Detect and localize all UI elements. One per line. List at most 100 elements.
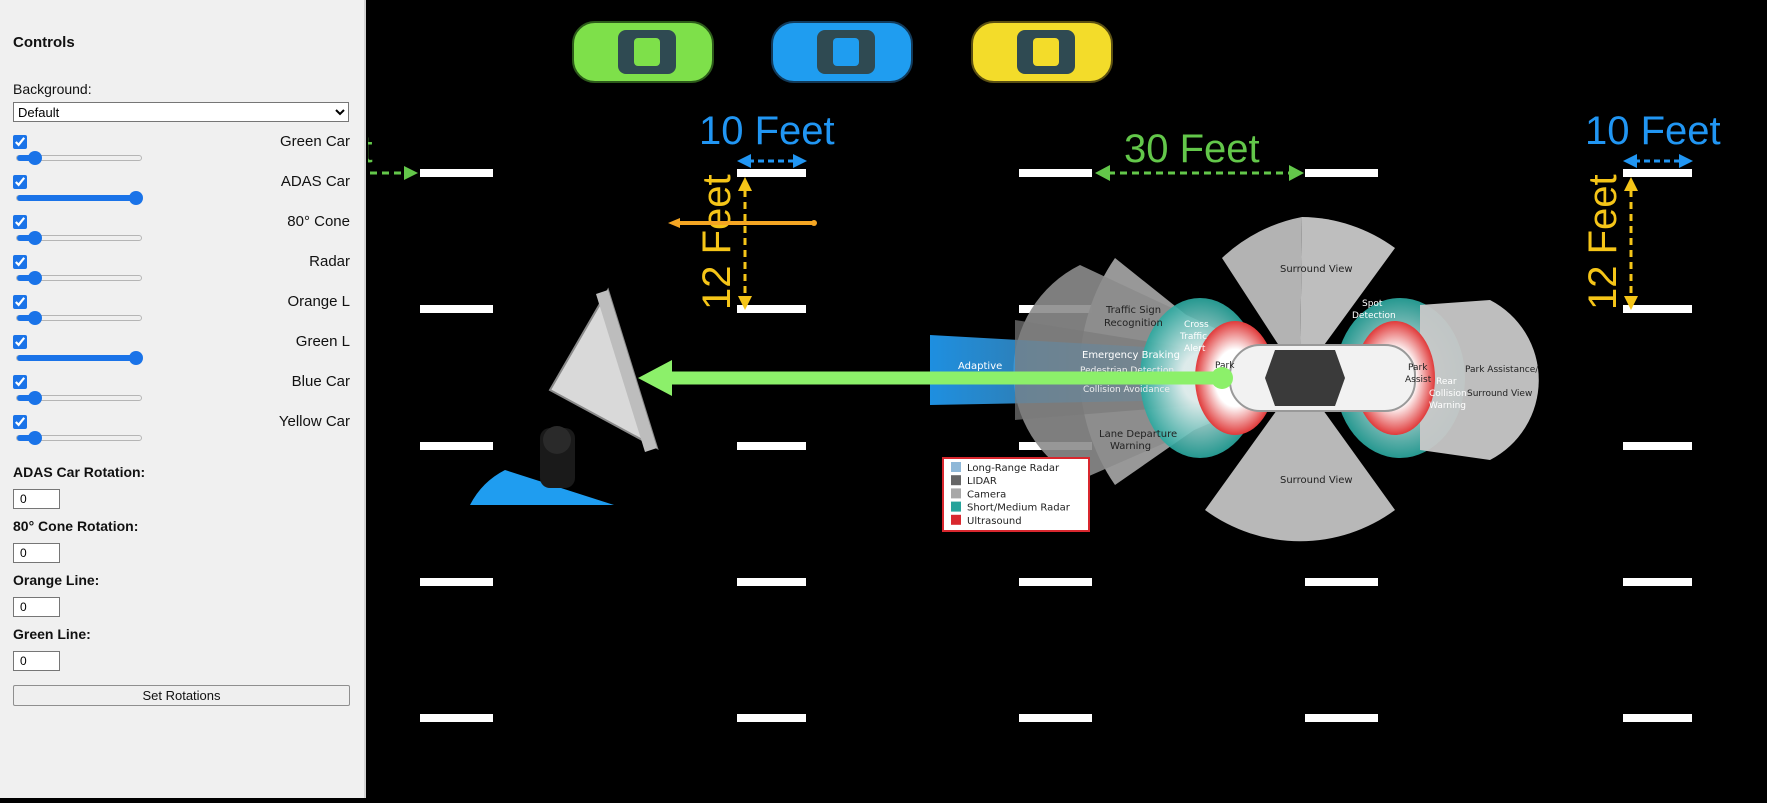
legend-swatch: [951, 475, 961, 486]
yellow-car[interactable]: [971, 21, 1113, 83]
adas-sensor-diagram[interactable]: Surround View Surround View Traffic Sign…: [930, 217, 1539, 542]
slider-thumb[interactable]: [28, 151, 42, 165]
cross-traffic-text-2: Traffic: [1179, 332, 1207, 342]
legend-label: Camera: [967, 489, 1006, 500]
green-line-label: Green Line:: [13, 626, 91, 642]
layer-slider-blue-car[interactable]: [16, 391, 142, 405]
layer-checkbox-yellow-car[interactable]: [13, 415, 27, 429]
green-line[interactable]: [638, 360, 1233, 396]
blue-car[interactable]: [771, 21, 913, 83]
layer-checkbox-green-car[interactable]: [13, 135, 27, 149]
cross-traffic-text-1: Cross: [1184, 320, 1209, 330]
layer-checkbox-radar[interactable]: [13, 255, 27, 269]
legend-swatch: [951, 501, 961, 512]
layer-row-adas-car: ADAS Car: [0, 173, 366, 215]
rear-collision-text-3: Warning: [1429, 401, 1466, 411]
layer-row-80-cone: 80° Cone: [0, 213, 366, 255]
slider-fill: [17, 195, 136, 201]
layer-slider-yellow-car[interactable]: [16, 431, 142, 445]
slider-thumb[interactable]: [28, 311, 42, 325]
rear-collision-text-1: Rear: [1436, 377, 1457, 387]
slider-thumb[interactable]: [28, 271, 42, 285]
layer-slider-green-l[interactable]: [16, 351, 143, 365]
layer-slider-orange-l[interactable]: [16, 311, 142, 325]
orange-line-label: Orange Line:: [13, 572, 100, 588]
legend-swatch: [951, 514, 961, 525]
green-car[interactable]: [572, 21, 714, 83]
layer-label-orange-l: Orange L: [287, 293, 350, 310]
thirty-feet-label: 30 Feet: [1124, 127, 1260, 171]
radar-device[interactable]: [470, 287, 659, 505]
layer-label-radar: Radar: [309, 253, 350, 270]
background-label: Background:: [13, 81, 92, 97]
slider-thumb[interactable]: [129, 191, 143, 205]
layer-label-green-l: Green L: [295, 333, 350, 350]
lane-departure-text-2: Warning: [1110, 441, 1151, 452]
emergency-braking-text: Emergency Braking: [1082, 350, 1180, 361]
layer-row-green-l: Green L: [0, 333, 366, 375]
lane-departure-text-1: Lane Departure: [1099, 429, 1177, 440]
adas-car[interactable]: [1229, 344, 1416, 412]
spot-detection-text-2: Detection: [1352, 311, 1396, 321]
cone-rotation-label: 80° Cone Rotation:: [13, 518, 139, 534]
ten-feet-left-label: 10 Feet: [699, 109, 835, 153]
eighty-degree-cone[interactable]: [470, 470, 614, 505]
orange-line-input[interactable]: [13, 597, 60, 617]
layer-row-blue-car: Blue Car: [0, 373, 366, 415]
slider-fill: [17, 435, 35, 441]
cone-rotation-input[interactable]: [13, 543, 60, 563]
layer-label-green-car: Green Car: [279, 133, 350, 150]
ten-feet-left-arrow: [737, 154, 807, 168]
layer-slider-green-car[interactable]: [16, 151, 142, 165]
slider-thumb[interactable]: [129, 351, 143, 365]
layer-label-80-cone: 80° Cone: [287, 213, 350, 230]
set-rotations-button[interactable]: Set Rotations: [13, 685, 350, 706]
surround-bottom-text: Surround View: [1280, 475, 1353, 486]
thirty-feet-arrow: [1095, 165, 1304, 181]
traffic-sign-text-2: Recognition: [1104, 318, 1163, 329]
layer-label-blue-car: Blue Car: [291, 373, 350, 390]
layer-slider-80-cone[interactable]: [16, 231, 142, 245]
green-line-input[interactable]: [13, 651, 60, 671]
twelve-feet-right-arrow: [1624, 177, 1638, 310]
slider-thumb[interactable]: [28, 231, 42, 245]
legend-label: Long-Range Radar: [967, 463, 1060, 474]
layer-slider-adas-car[interactable]: [16, 191, 143, 205]
slider-fill: [17, 395, 35, 401]
orange-line[interactable]: [668, 218, 817, 228]
slider-fill: [17, 355, 136, 361]
park-assist-text-1: Park: [1408, 363, 1428, 373]
sensor-legend: Long-Range RadarLIDARCameraShort/Medium …: [942, 457, 1090, 532]
twelve-feet-left-label: 12 Feet: [695, 174, 739, 310]
layer-checkbox-80-cone[interactable]: [13, 215, 27, 229]
layer-label-yellow-car: Yellow Car: [278, 413, 350, 430]
partial-distance-label: t: [368, 129, 373, 171]
traffic-sign-text-1: Traffic Sign: [1105, 305, 1161, 316]
layer-checkbox-blue-car[interactable]: [13, 375, 27, 389]
slider-fill: [17, 315, 35, 321]
layer-slider-radar[interactable]: [16, 271, 142, 285]
layer-row-radar: Radar: [0, 253, 366, 295]
park-front-text: Park: [1215, 361, 1235, 371]
controls-panel: Controls Background: Default ADAS Car Ro…: [0, 0, 366, 798]
park-sv-text-1: Park Assistance/: [1465, 365, 1539, 375]
park-sv-text-2: Surround View: [1467, 389, 1532, 399]
adaptive-text: Adaptive: [958, 361, 1002, 372]
ten-feet-right-label: 10 Feet: [1585, 109, 1721, 153]
twelve-feet-right-label: 12 Feet: [1581, 174, 1625, 310]
slider-fill: [17, 235, 35, 241]
layer-checkbox-green-l[interactable]: [13, 335, 27, 349]
legend-swatch: [951, 462, 961, 472]
legend-label: LIDAR: [967, 476, 997, 487]
layer-checkbox-adas-car[interactable]: [13, 175, 27, 189]
collision-avoidance-text: Collision Avoidance: [1083, 385, 1170, 395]
adas-rotation-input[interactable]: [13, 489, 60, 509]
cross-traffic-text-3: Alert: [1184, 344, 1206, 354]
background-select[interactable]: Default: [13, 102, 349, 122]
layer-checkbox-orange-l[interactable]: [13, 295, 27, 309]
twelve-feet-left-arrow: [738, 177, 752, 310]
slider-fill: [17, 155, 35, 161]
slider-thumb[interactable]: [28, 431, 42, 445]
pedestrian-detection-text: Pedestrian Detection: [1080, 366, 1174, 376]
slider-thumb[interactable]: [28, 391, 42, 405]
